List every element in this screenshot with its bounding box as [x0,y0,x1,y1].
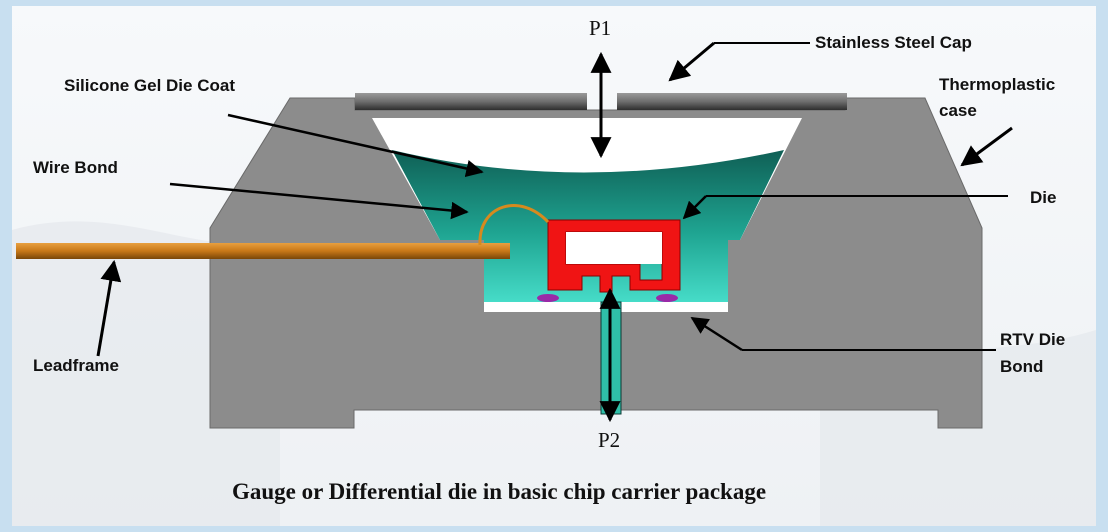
p2-label: P2 [598,428,621,452]
leader-rtv-die-bond-arrow [690,316,743,352]
stainless-steel-cap-left [355,93,587,110]
die-label: Die [1030,188,1057,207]
leader-stainless-steel-cap-arrow [668,41,715,82]
thermoplastic-case-label-line1: Thermoplastic [939,75,1056,94]
wire-bond-label: Wire Bond [33,158,118,177]
leader-wire-bond [169,182,469,220]
leader-silicone-gel [227,113,484,178]
thermoplastic-case-label-line2: case [939,101,977,120]
rtv-die-bond-label-line2: Bond [1000,357,1044,376]
stainless-steel-cap-right [617,93,847,110]
leadframe-label: Leadframe [33,356,119,375]
silicone-gel-die-coat-label: Silicone Gel Die Coat [64,76,235,95]
rtv-die-bond-label-line1: RTV Die [1000,330,1066,349]
leader-thermoplastic-case [960,126,1013,167]
leader-die-arrow [682,195,707,220]
rtv-die-bond-left [537,294,559,302]
die-diaphragm [566,232,662,264]
wire-bond-wire [478,204,550,246]
diagram-caption: Gauge or Differential die in basic chip … [232,479,767,504]
background-hills [12,221,1096,526]
stainless-steel-cap-label: Stainless Steel Cap [815,33,972,52]
p1-label: P1 [589,16,612,40]
rtv-die-bond-right [656,294,678,302]
leadframe-bar [16,243,510,259]
leader-leadframe [96,259,122,357]
